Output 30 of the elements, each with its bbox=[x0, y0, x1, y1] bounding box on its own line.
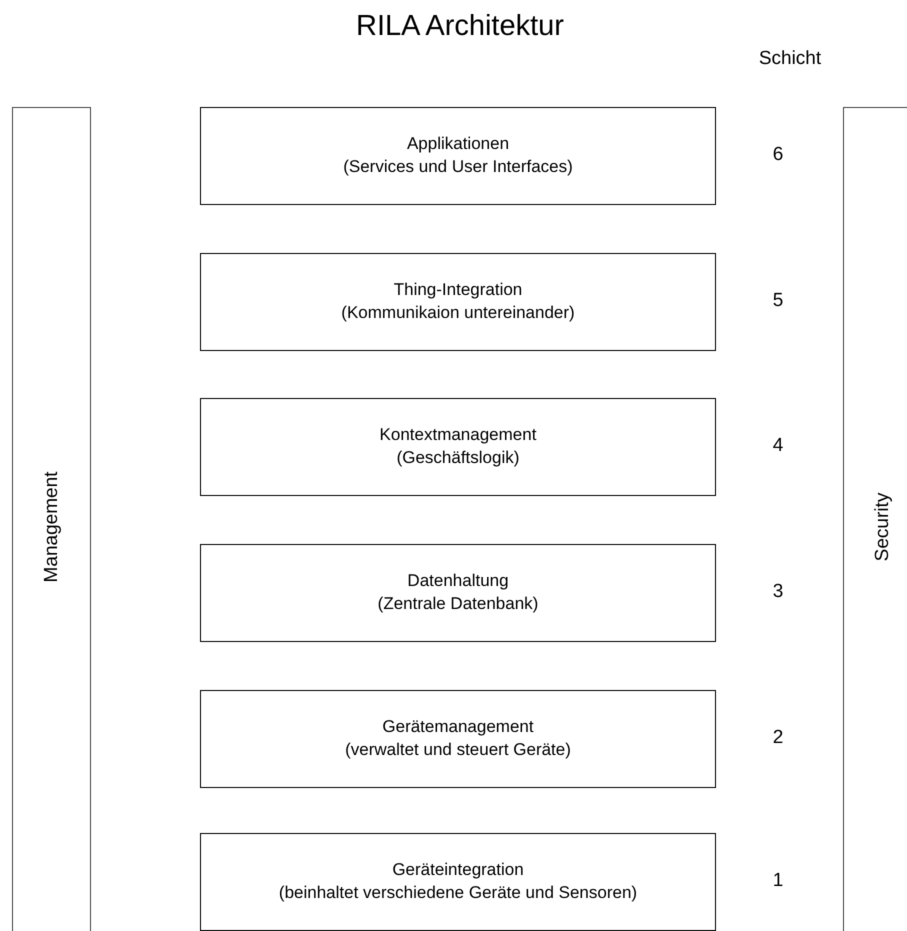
layer-number: 5 bbox=[772, 290, 784, 312]
layer-description: (Zentrale Datenbank) bbox=[376, 593, 540, 615]
layer-description: (Services und User Interfaces) bbox=[342, 156, 574, 178]
layer-title: Gerätemanagement bbox=[381, 716, 535, 738]
layer-title: Datenhaltung bbox=[406, 570, 510, 592]
layer-box bbox=[200, 690, 716, 788]
layer-number: 4 bbox=[772, 435, 784, 457]
layer-number: 3 bbox=[772, 581, 784, 603]
layer-description: (verwaltet und steuert Geräte) bbox=[344, 739, 572, 761]
layer-box bbox=[200, 833, 716, 931]
side-label: Management bbox=[40, 472, 62, 582]
layer-title: Kontextmanagement bbox=[378, 424, 538, 446]
side-label: Security bbox=[872, 492, 894, 562]
layer-number: 2 bbox=[772, 727, 784, 749]
side-bar bbox=[843, 107, 907, 931]
side-bar bbox=[12, 107, 91, 931]
layer-number: 6 bbox=[772, 144, 784, 166]
layer-description: (Geschäftslogik) bbox=[396, 447, 520, 469]
layer-description: (beinhaltet verschiedene Geräte und Sensoren) bbox=[278, 882, 638, 904]
layer-number: 1 bbox=[772, 870, 784, 892]
layer-description: (Kommunikaion untereinander) bbox=[340, 302, 576, 324]
layer-title: Geräteintegration bbox=[391, 859, 525, 882]
column-header: Schicht bbox=[758, 48, 822, 70]
diagram-title: RILA Architektur bbox=[355, 10, 565, 43]
layer-box bbox=[200, 398, 716, 496]
layer-title: Applikationen bbox=[406, 133, 510, 156]
layer-box bbox=[200, 107, 716, 205]
layer-box bbox=[200, 544, 716, 642]
layer-box bbox=[200, 253, 716, 351]
layer-title: Thing-Integration bbox=[392, 279, 524, 302]
